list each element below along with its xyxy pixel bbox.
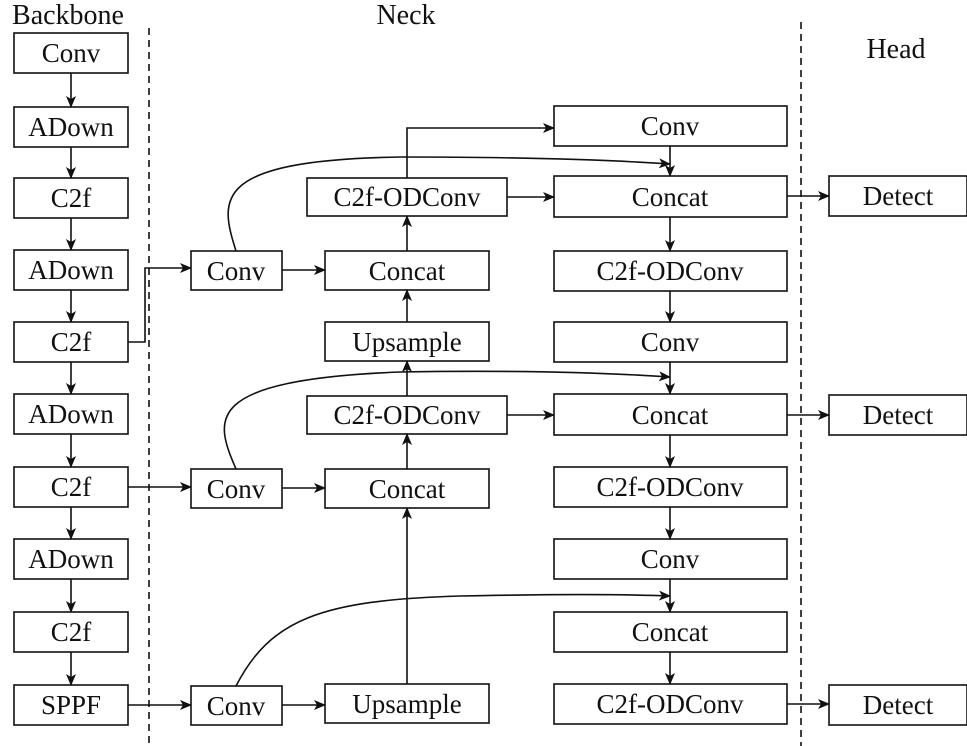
svg-text:Conv: Conv <box>641 111 700 141</box>
pan-c2f-odconv-box-1: C2f-ODConv <box>553 250 788 292</box>
neck-conv-box-top: Conv <box>190 250 283 291</box>
svg-text:Conv: Conv <box>641 544 700 574</box>
svg-text:SPPF: SPPF <box>41 690 101 720</box>
svg-text:C2f-ODConv: C2f-ODConv <box>597 689 744 719</box>
backbone-adown-box-2: ADown <box>13 249 129 291</box>
backbone-c2f-box-4: C2f <box>13 611 129 653</box>
neck-conv-box-mid: Conv <box>190 468 283 509</box>
svg-text:ADown: ADown <box>28 112 114 142</box>
backbone-adown-box-3: ADown <box>13 393 129 435</box>
section-title-backbone: Backbone <box>12 0 124 31</box>
skip-connection-curves <box>223 156 671 687</box>
pan-concat-box-3: Concat <box>553 611 788 653</box>
svg-text:Detect: Detect <box>863 400 934 430</box>
backbone-c2f-box-2: C2f <box>13 321 129 363</box>
neck-c2f-odconv-box-top: C2f-ODConv <box>306 177 508 217</box>
backbone-sppf-box: SPPF <box>13 684 129 726</box>
svg-text:Concat: Concat <box>369 256 446 286</box>
head-detect-box-1: Detect <box>828 175 967 217</box>
neck-to-head-arrows <box>787 191 830 709</box>
svg-text:C2f: C2f <box>51 183 92 213</box>
svg-text:C2f-ODConv: C2f-ODConv <box>334 182 481 212</box>
neck-concat-box-mid: Concat <box>324 468 490 509</box>
backbone-c2f-box-1: C2f <box>13 177 129 219</box>
backbone-adown-box-1: ADown <box>13 106 129 148</box>
svg-text:Detect: Detect <box>863 181 934 211</box>
backbone-adown-box-4: ADown <box>13 538 129 580</box>
svg-text:ADown: ADown <box>28 255 114 285</box>
svg-text:Conv: Conv <box>207 691 266 721</box>
pan-conv-box-3: Conv <box>553 538 788 580</box>
svg-text:C2f: C2f <box>51 472 92 502</box>
svg-text:Concat: Concat <box>632 400 709 430</box>
pan-c2f-odconv-box-3: C2f-ODConv <box>553 683 788 725</box>
pan-c2f-odconv-box-2: C2f-ODConv <box>553 466 788 508</box>
svg-text:ADown: ADown <box>28 544 114 574</box>
svg-text:Conv: Conv <box>641 327 700 357</box>
svg-text:C2f-ODConv: C2f-ODConv <box>597 472 744 502</box>
svg-text:Conv: Conv <box>207 474 266 504</box>
svg-text:ADown: ADown <box>28 399 114 429</box>
backbone-to-neck-arrows <box>128 263 192 710</box>
pan-concat-box-1: Concat <box>553 175 788 218</box>
svg-text:Upsample: Upsample <box>352 327 461 357</box>
svg-text:Upsample: Upsample <box>352 689 461 719</box>
pan-concat-box-2: Concat <box>553 393 788 436</box>
svg-text:C2f-ODConv: C2f-ODConv <box>597 256 744 286</box>
svg-text:C2f-ODConv: C2f-ODConv <box>334 400 481 430</box>
svg-text:Conv: Conv <box>42 38 101 68</box>
section-title-head: Head <box>866 34 925 65</box>
svg-text:Concat: Concat <box>632 617 709 647</box>
svg-text:C2f: C2f <box>51 327 92 357</box>
svg-text:Concat: Concat <box>369 474 446 504</box>
neck-flow-arrows <box>282 123 555 710</box>
section-title-neck: Neck <box>376 0 435 31</box>
neck-c2f-odconv-box-mid: C2f-ODConv <box>306 395 508 435</box>
pan-conv-box-2: Conv <box>553 321 788 363</box>
svg-text:C2f: C2f <box>51 617 92 647</box>
neck-upsample-box-top: Upsample <box>324 321 490 362</box>
svg-text:Detect: Detect <box>863 690 934 720</box>
pan-conv-box-1: Conv <box>553 105 788 147</box>
svg-text:Conv: Conv <box>207 256 266 286</box>
backbone-c2f-box-3: C2f <box>13 466 129 508</box>
neck-upsample-box-bottom: Upsample <box>324 683 490 724</box>
head-detect-box-3: Detect <box>828 684 967 726</box>
neck-conv-box-bottom: Conv <box>190 685 283 726</box>
neck-concat-box-top: Concat <box>324 250 490 291</box>
svg-text:Concat: Concat <box>632 182 709 212</box>
head-detect-box-2: Detect <box>828 394 967 436</box>
backbone-conv-box: Conv <box>13 32 129 74</box>
